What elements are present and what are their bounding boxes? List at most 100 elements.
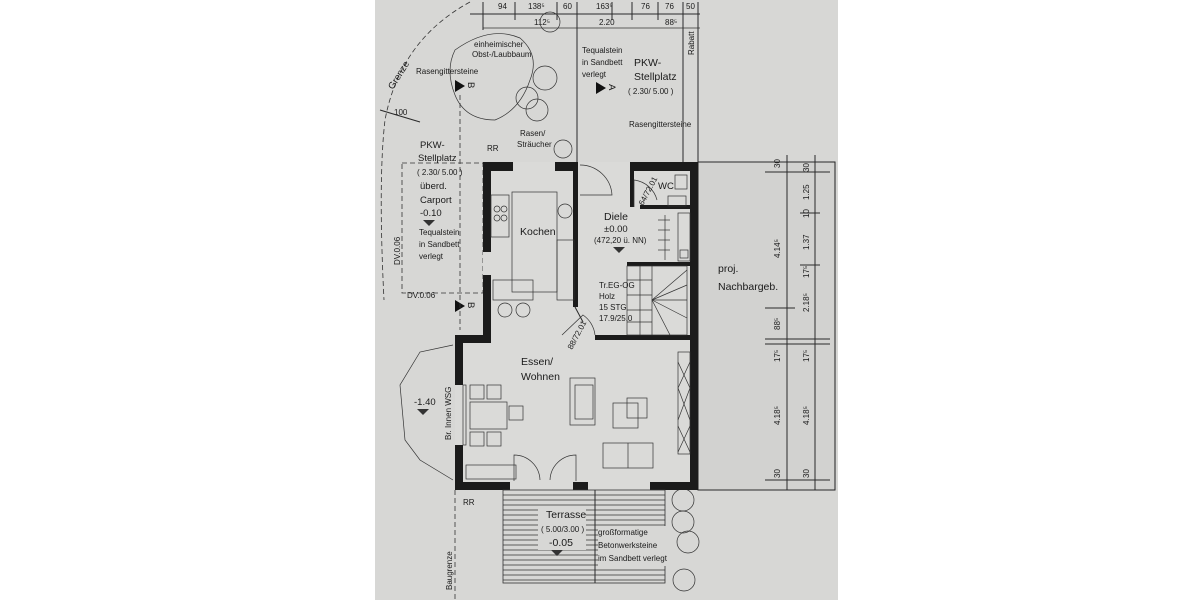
tree-label: einheimischer — [474, 40, 524, 49]
outside-level: -1.40 — [414, 397, 436, 408]
wardrobe — [658, 215, 670, 260]
paving-label: Tequalstein — [582, 46, 622, 55]
svg-text:4.18⁵: 4.18⁵ — [773, 406, 782, 425]
window-note: Br. Innen WSG — [444, 387, 453, 440]
dim-top: 60 — [563, 2, 572, 11]
room-label-hall: Diele — [604, 211, 628, 223]
wc-door[interactable] — [633, 179, 658, 207]
svg-text:30: 30 — [802, 163, 811, 172]
rr-label: RR — [487, 144, 499, 153]
hall-level: ±0.00 — [604, 224, 628, 235]
planting-bed — [399, 344, 454, 481]
terrace-size: ( 5.00/3.00 ) — [541, 525, 584, 534]
exterior-walls — [455, 162, 698, 490]
dim-top: 2.20 — [599, 18, 615, 27]
terrace-paving: im Sandbett verlegt — [598, 554, 668, 563]
neighbor-label: Nachbargeb. — [718, 281, 778, 293]
svg-text:überd.: überd. — [420, 181, 447, 192]
svg-text:2.18⁵: 2.18⁵ — [802, 293, 811, 312]
neighbor-label: proj. — [718, 263, 738, 275]
parking-label: Stellplatz — [634, 71, 677, 83]
level-marker-icon — [423, 220, 435, 226]
terrace-label: Terrasse — [546, 509, 586, 521]
building-line-label: Baugrenze — [445, 551, 454, 590]
svg-text:verlegt: verlegt — [419, 252, 444, 261]
svg-text:-0.10: -0.10 — [420, 208, 442, 219]
section-b-label: B — [465, 302, 476, 308]
section-marker-icon — [455, 80, 465, 92]
room-label-kitchen: Kochen — [520, 226, 556, 238]
dim-top: 76 — [641, 2, 650, 11]
dim-top: 138⁵ — [528, 2, 545, 11]
tree-label: Obst-/Laubbaum — [472, 50, 532, 59]
terrace-level: -0.05 — [549, 537, 573, 549]
dim-top: 94 — [498, 2, 507, 11]
grass-pavers-label: Rasengittersteine — [629, 120, 692, 129]
terrace-paving: großformatige — [598, 528, 648, 537]
grass-pavers-label: Rasengittersteine — [416, 67, 479, 76]
lawn-label: Rasen/ — [520, 129, 546, 138]
living-door[interactable] — [561, 314, 596, 336]
section-b-label: B — [465, 82, 476, 88]
svg-text:30: 30 — [802, 469, 811, 478]
svg-text:17⁵: 17⁵ — [773, 350, 782, 362]
stairs-label: Tr.EG-OG — [599, 281, 635, 290]
level-marker-icon — [417, 409, 429, 415]
sink — [557, 203, 573, 219]
entry-door[interactable] — [579, 164, 613, 196]
boundary-distance: 100 — [394, 108, 408, 117]
hall-elevation: (472,20 ü. NN) — [594, 236, 647, 245]
staircase — [626, 265, 688, 336]
right-dimension-labels: 30 4.14⁵ 88⁵ 17⁵ 4.18⁵ 30 30 1.25 10 1.3… — [773, 159, 811, 478]
stairs-label: 15 STG — [599, 303, 627, 312]
parking-size: ( 2.30/ 5.00 ) — [628, 87, 674, 96]
dv-label: DV.0.06 — [407, 291, 436, 300]
svg-text:17⁵: 17⁵ — [802, 350, 811, 362]
svg-text:Carport: Carport — [420, 195, 452, 206]
dv-label: DV.0.06 — [393, 236, 402, 265]
svg-text:17⁵: 17⁵ — [802, 266, 811, 278]
terrace-paving: Betonwerksteine — [598, 541, 658, 550]
room-label-wc: WC — [658, 181, 674, 192]
flowerbed-label: Rabatt — [687, 31, 696, 55]
svg-text:10: 10 — [802, 209, 811, 218]
boundary-line — [380, 1, 471, 301]
paving-label: in Sandbett — [582, 58, 623, 67]
svg-text:Stellplatz: Stellplatz — [418, 153, 457, 164]
section-marker-icon — [596, 82, 606, 94]
svg-text:4.14⁵: 4.14⁵ — [773, 239, 782, 258]
rr-label: RR — [463, 498, 475, 507]
svg-text:30: 30 — [773, 159, 782, 168]
lawn-label: Sträucher — [517, 140, 552, 149]
parking-label: PKW- — [634, 57, 662, 69]
stairs-label: Holz — [599, 292, 615, 301]
svg-text:1.37: 1.37 — [802, 234, 811, 250]
svg-text:4.18⁵: 4.18⁵ — [802, 406, 811, 425]
section-a-label: A — [606, 84, 617, 91]
paving-label: verlegt — [582, 70, 607, 79]
dim-top: 163⁵ — [596, 2, 613, 11]
room-label-living: Wohnen — [521, 371, 560, 383]
right-dimension-lines — [698, 155, 830, 491]
neighbor-building — [697, 161, 836, 491]
stove — [490, 194, 510, 238]
svg-text:in Sandbett: in Sandbett — [419, 240, 460, 249]
svg-text:( 2.30/ 5.00 ): ( 2.30/ 5.00 ) — [417, 168, 463, 177]
svg-text:PKW-: PKW- — [420, 140, 445, 151]
dim-top: 50 — [686, 2, 695, 11]
svg-text:Tequalstein: Tequalstein — [419, 228, 459, 237]
dim-top: 76 — [665, 2, 674, 11]
level-marker-icon — [613, 247, 625, 253]
svg-text:88⁵: 88⁵ — [773, 318, 782, 330]
svg-text:1.25: 1.25 — [802, 184, 811, 200]
stairs-label: 17.9/25.0 — [599, 314, 633, 323]
top-dimension-chain: 94 138⁵ 60 163⁵ 76 76 50 112⁵ 2.20 88⁵ — [470, 2, 700, 165]
dim-top: 88⁵ — [665, 18, 677, 27]
svg-text:30: 30 — [773, 469, 782, 478]
terrace-door[interactable] — [513, 454, 577, 481]
room-label-living: Essen/ — [521, 356, 553, 368]
level-marker-icon — [551, 550, 563, 556]
carport-text: PKW- Stellplatz ( 2.30/ 5.00 ) überd. Ca… — [417, 140, 463, 261]
dim-top: 112⁵ — [534, 18, 550, 27]
